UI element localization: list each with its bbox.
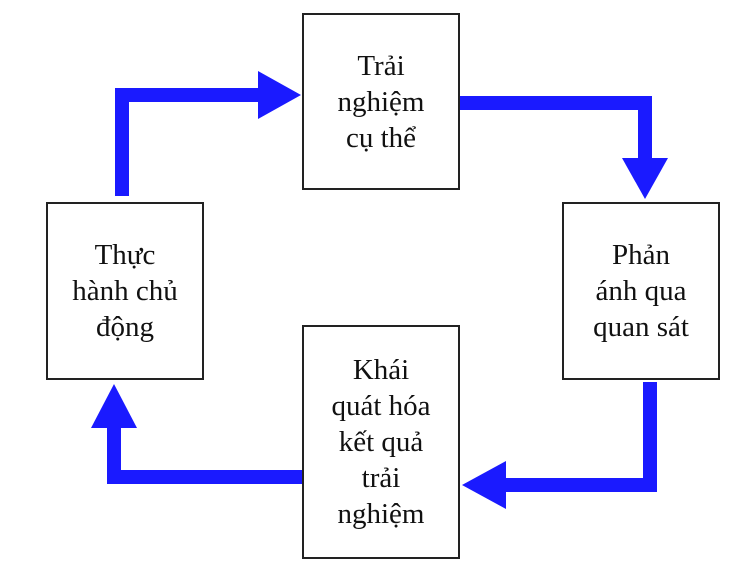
arrow-left-to-top-head — [258, 71, 301, 119]
node-active-experimentation-label: Thực hành chủ động — [72, 239, 178, 343]
arrow-top-to-right-head — [622, 158, 668, 199]
node-abstract-conceptualization: Khái quát hóa kết quả trải nghiệm — [302, 325, 460, 559]
arrow-bottom-to-left-shaft — [107, 424, 302, 484]
node-concrete-experience: Trải nghiệm cụ thể — [302, 13, 460, 190]
arrow-right-to-bottom — [462, 382, 657, 509]
node-reflective-observation: Phản ánh qua quan sát — [562, 202, 720, 380]
arrow-bottom-to-left-head — [91, 384, 137, 428]
node-active-experimentation: Thực hành chủ động — [46, 202, 204, 380]
arrow-bottom-to-left — [91, 384, 302, 484]
node-reflective-observation-label: Phản ánh qua quan sát — [593, 239, 689, 343]
arrow-left-to-top-shaft — [115, 88, 262, 196]
arrow-right-to-bottom-shaft — [502, 382, 657, 492]
arrow-right-to-bottom-head — [462, 461, 506, 509]
arrow-top-to-right-shaft — [460, 96, 652, 162]
arrow-top-to-right — [460, 96, 668, 199]
node-concrete-experience-label: Trải nghiệm cụ thể — [337, 49, 425, 154]
arrow-left-to-top — [115, 71, 301, 196]
node-abstract-conceptualization-label: Khái quát hóa kết quả trải nghiệm — [331, 354, 431, 530]
